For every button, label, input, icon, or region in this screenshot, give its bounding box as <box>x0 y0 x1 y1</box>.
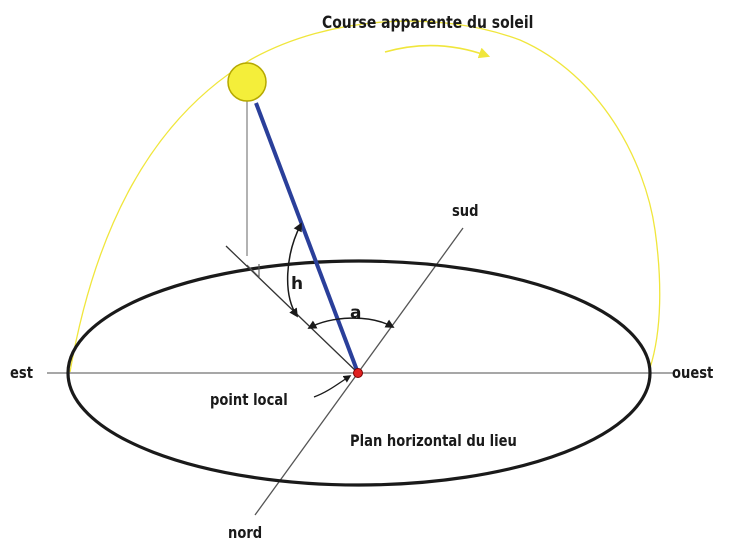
local-point-pointer-arrow <box>313 375 352 398</box>
altitude-angle-arc <box>286 222 302 318</box>
right-angle-marker <box>246 264 260 279</box>
altitude-label: h <box>291 274 303 294</box>
local-point-label: point local <box>210 391 288 410</box>
north-label: nord <box>228 524 262 543</box>
local-point-marker <box>353 368 363 378</box>
east-label: est <box>10 364 33 383</box>
azimuth-angle-arc <box>307 317 395 329</box>
south-label: sud <box>452 202 479 221</box>
horizontal-plane-label: Plan horizontal du lieu <box>350 432 517 451</box>
sun-icon <box>227 62 267 102</box>
azimuth-label: a <box>350 303 361 323</box>
horizon-plane-ellipse <box>66 259 652 487</box>
title-label: Course apparente du soleil <box>322 13 533 33</box>
sun-path-direction-arrow <box>384 44 491 59</box>
sun-ray-line <box>254 102 360 374</box>
sun-path-arc <box>69 20 661 373</box>
west-label: ouest <box>672 364 713 383</box>
